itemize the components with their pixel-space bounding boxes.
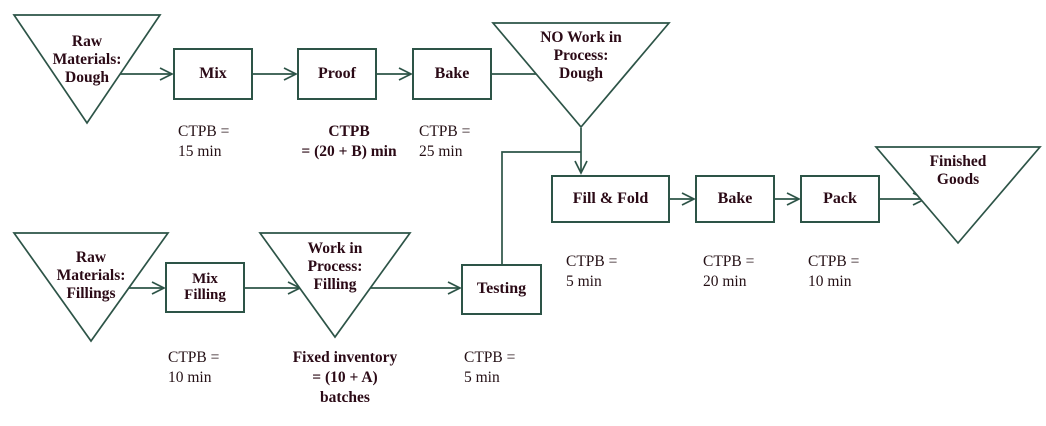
node-bake-bottom[interactable]: Bake xyxy=(695,175,775,223)
caption-wip-filling-inventory: Fixed inventory = (10 + A) batches xyxy=(292,349,398,407)
connector-fillfold-to-bake xyxy=(670,192,696,206)
connector-bake-to-pack xyxy=(775,192,801,206)
caption-mix-ctpb: CTPB = 15 min xyxy=(178,123,230,161)
node-no-work-in-process-dough[interactable]: NO Work in Process: Dough xyxy=(491,21,671,129)
node-raw-materials-fillings[interactable]: Raw Materials: Fillings xyxy=(12,231,170,343)
node-testing[interactable]: Testing xyxy=(461,264,542,315)
node-proof[interactable]: Proof xyxy=(297,48,377,100)
connector-proof-to-bake xyxy=(377,67,413,81)
connector-mix-to-proof xyxy=(253,67,298,81)
node-finished-goods[interactable]: Finished Goods xyxy=(874,145,1042,245)
node-work-in-process-filling[interactable]: Work in Process: Filling xyxy=(258,231,412,339)
node-mix-filling[interactable]: Mix Filling xyxy=(165,262,245,313)
caption-testing-ctpb: CTPB = 5 min xyxy=(464,349,516,387)
node-raw-materials-dough[interactable]: Raw Materials: Dough xyxy=(12,13,162,125)
caption-proof-ctpb: CTPB = (20 + B) min xyxy=(301,123,397,161)
caption-bake-top-ctpb: CTPB = 25 min xyxy=(419,123,471,161)
caption-pack-ctpb: CTPB = 10 min xyxy=(808,253,860,291)
node-pack[interactable]: Pack xyxy=(800,175,880,223)
caption-bake-bottom-ctpb: CTPB = 20 min xyxy=(703,253,755,291)
caption-mix-filling-ctpb: CTPB = 10 min xyxy=(168,349,220,387)
node-fill-and-fold[interactable]: Fill & Fold xyxy=(551,175,670,223)
node-bake-top[interactable]: Bake xyxy=(412,48,492,100)
connector-testing-to-fillfold xyxy=(501,151,581,264)
caption-fill-fold-ctpb: CTPB = 5 min xyxy=(566,253,618,291)
node-mix[interactable]: Mix xyxy=(173,48,253,100)
connector-nowip-to-fillfold xyxy=(574,128,588,175)
